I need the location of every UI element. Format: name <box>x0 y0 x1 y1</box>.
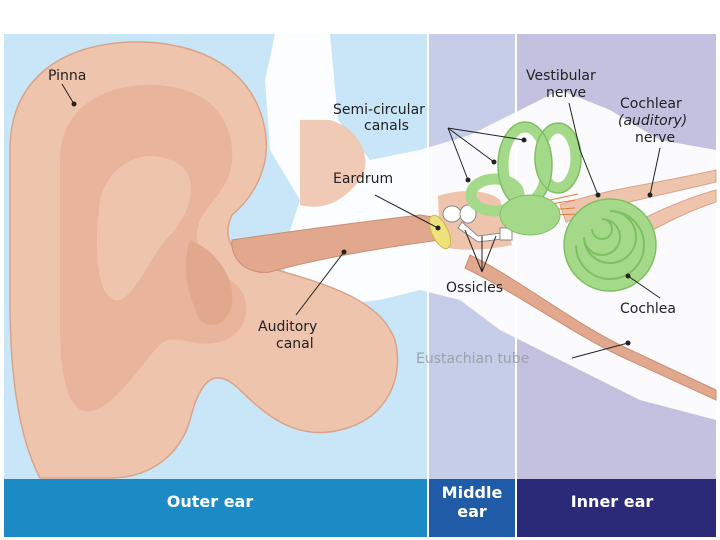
region-label-middle-ear-line1: Middle <box>442 483 503 502</box>
label-cochlear-nerve-line1: Cochlear <box>620 96 682 112</box>
label-semicircular-canals-line1: Semi-circular <box>333 102 425 118</box>
pinna-concha <box>96 156 191 301</box>
label-cochlear-nerve-line3: nerve <box>635 130 675 146</box>
label-auditory-canal-line1: Auditory <box>258 319 317 335</box>
label-ossicles: Ossicles <box>446 280 503 296</box>
leader-lines <box>61 83 661 359</box>
region-label-inner-ear: Inner ear <box>571 492 654 511</box>
leader-dots <box>71 101 653 346</box>
label-pinna: Pinna <box>48 68 86 84</box>
tragus <box>185 240 233 325</box>
ossicles-shape <box>442 204 513 243</box>
region-label-middle-ear-line2: ear <box>457 502 487 521</box>
auditory-canal-shape <box>231 214 441 273</box>
canal-upper-tissue <box>300 120 366 207</box>
label-vestibular-nerve-line2: nerve <box>546 85 586 101</box>
eardrum-shape <box>428 214 452 250</box>
eustachian-tube-shape <box>464 254 717 401</box>
label-vestibular-nerve-line1: Vestibular <box>526 68 596 84</box>
label-auditory-canal-line2: canal <box>276 336 314 352</box>
label-eardrum: Eardrum <box>333 171 393 187</box>
cochlea-shape <box>563 198 657 292</box>
region-label-outer-ear: Outer ear <box>167 492 254 511</box>
label-cochlear-nerve-line2: (auditory) <box>618 113 687 129</box>
vestibule-shape <box>499 194 561 236</box>
label-eustachian-tube: Eustachian tube <box>416 351 529 367</box>
middle-ear-band <box>428 479 516 537</box>
inner-ear-band <box>516 479 716 537</box>
label-cochlea: Cochlea <box>620 301 676 317</box>
outer-ear-band <box>4 479 428 537</box>
label-semicircular-canals-line2: canals <box>364 118 409 134</box>
